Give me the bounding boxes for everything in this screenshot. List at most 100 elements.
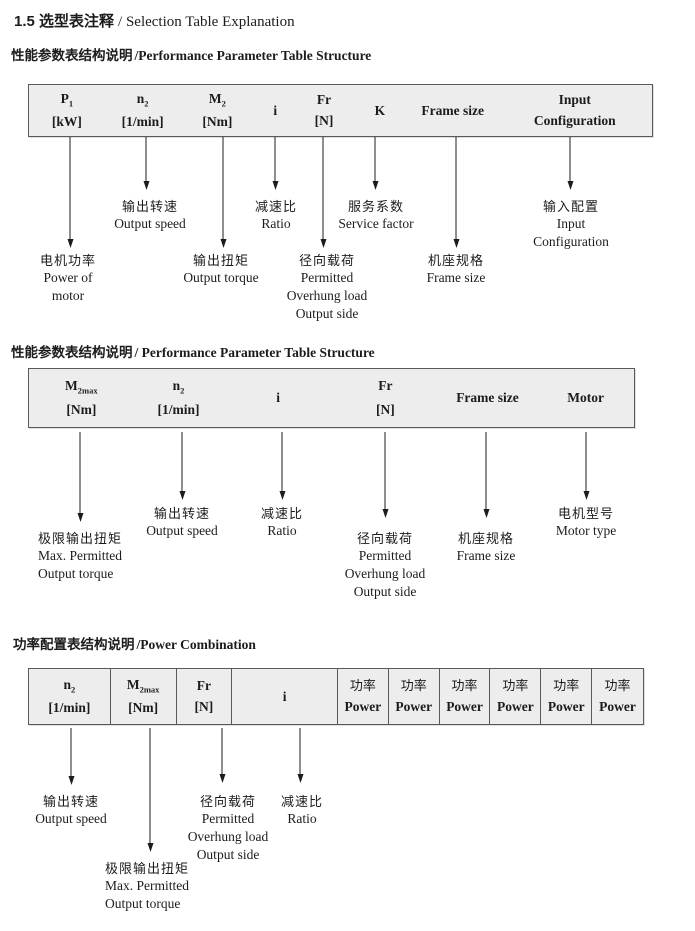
arrow [178, 432, 187, 500]
callout-en: Ratio [287, 811, 317, 827]
callout-cn: 机座规格 [427, 253, 484, 268]
col-unit: [kW] [51, 114, 82, 130]
performance-table-2: M2max [Nm] n2 [1/min] i Fr [N] Frame siz… [28, 368, 635, 428]
callout-en: Output speed [114, 216, 186, 232]
callout-en: Output speed [35, 811, 107, 827]
arrow-head [279, 491, 285, 500]
arrow [142, 137, 151, 190]
col-unit: [Nm] [66, 402, 97, 418]
col-ratio-i: i [254, 85, 296, 136]
power-en: Power [599, 698, 636, 714]
col-ratio-i: i [223, 369, 333, 427]
callout-en: Max. Permitted [105, 878, 189, 894]
callout-en: Output torque [105, 895, 181, 911]
callout-en: Motor type [555, 523, 617, 539]
arrow [371, 137, 380, 190]
callout-cn: 电机型号 [557, 506, 614, 521]
arrow-head [483, 509, 489, 518]
power-en: Power [344, 698, 382, 714]
col-symbol: n2 [172, 378, 185, 396]
arrow-shaft [585, 432, 587, 491]
arrow-shaft [70, 728, 72, 776]
callout-motor-type: 电机型号 Motor type [531, 505, 641, 540]
callout-motor-power: 电机功率 Power of motor [23, 252, 113, 305]
callout-en: Max. Permitted [38, 548, 122, 564]
callout-service-factor: 服务系数 Service factor [316, 198, 436, 233]
col-symbol: P1 [60, 91, 74, 109]
arrow-head [567, 181, 573, 190]
arrow-head [453, 239, 459, 248]
arrow [271, 137, 280, 190]
page-title-cn: 1.5 选型表注释 [14, 13, 115, 30]
callout-en: Overhung load [187, 828, 269, 844]
callout-frame-size: 机座规格 Frame size [436, 530, 536, 565]
arrow-head [77, 513, 83, 522]
callout-max-output-torque: 极限输出扭矩 Max. Permitted Output torque [38, 530, 178, 583]
col-m2: M2 [Nm] [181, 85, 255, 136]
callout-output-speed: 输出转速 Output speed [127, 505, 237, 540]
power-cn: 功率 [451, 677, 478, 693]
callout-en: Service factor [338, 216, 414, 232]
power-cn: 功率 [400, 677, 427, 693]
arrow-head [272, 181, 278, 190]
arrow-head [68, 776, 74, 785]
arrow-shaft [274, 137, 276, 181]
callout-overhung-load: 径向载荷 Permitted Overhung load Output side [267, 252, 387, 323]
col-unit: [N] [375, 402, 395, 418]
col-motor: Motor [537, 369, 634, 427]
col-symbol: Fr [378, 378, 393, 393]
arrow [296, 728, 305, 783]
arrow-shaft [149, 728, 151, 843]
arrow-head [372, 181, 378, 190]
arrow [381, 432, 390, 518]
col-power-6: 功率 Power [592, 669, 643, 724]
callout-en: Permitted [300, 270, 354, 286]
callout-ratio: 减速比 Ratio [236, 198, 316, 233]
callout-cn: 机座规格 [457, 531, 514, 546]
col-symbol: Frame size [456, 390, 519, 406]
performance-table-1: P1 [kW] n2 [1/min] M2 [Nm] i Fr [N] K Fr… [28, 84, 653, 137]
power-cn: 功率 [349, 677, 376, 693]
callout-cn: 服务系数 [347, 199, 404, 214]
callout-ratio: 减速比 Ratio [242, 505, 322, 540]
col-unit: [1/min] [157, 402, 200, 418]
callout-en: Ratio [261, 216, 291, 232]
power-cn: 功率 [553, 677, 580, 693]
callout-frame-size: 机座规格 Frame size [406, 252, 506, 287]
col-power-1: 功率 Power [338, 669, 389, 724]
arrow [76, 432, 85, 522]
callout-en: Ratio [267, 523, 297, 539]
arrow [67, 728, 76, 785]
col-symbol: i [276, 390, 281, 406]
col-power-2: 功率 Power [389, 669, 440, 724]
arrow-head [583, 491, 589, 500]
col-symbol: M2max [126, 677, 160, 695]
callout-cn: 极限输出扭矩 [38, 531, 123, 546]
callout-cn: 减速比 [260, 506, 303, 521]
power-en: Power [446, 698, 483, 714]
col-symbol: i [282, 688, 287, 704]
power-combination-table: n2 [1/min] M2max [Nm] Fr [N] i 功率 Power … [28, 668, 644, 725]
col-fr: Fr [N] [333, 369, 438, 427]
arrow [219, 137, 228, 248]
arrow-shaft [299, 728, 301, 774]
arrow-shaft [69, 137, 71, 239]
callout-ratio: 减速比 Ratio [262, 793, 342, 828]
arrow-shaft [281, 432, 283, 491]
col-service-k: K [352, 85, 408, 136]
col-unit: [N] [314, 113, 334, 128]
power-cn: 功率 [502, 677, 529, 693]
col-symbol: M2max [65, 378, 98, 396]
col-ratio-i: i [232, 669, 338, 724]
col-symbol: K [374, 102, 386, 118]
arrow-shaft [485, 432, 487, 509]
callout-cn: 输出扭矩 [192, 253, 249, 268]
section2-heading-cn: 性能参数表结构说明 [11, 345, 133, 360]
col-m2max: M2max [Nm] [111, 669, 177, 724]
col-n2: n2 [1/min] [134, 369, 224, 427]
power-cn: 功率 [604, 677, 631, 693]
callout-cn: 减速比 [280, 794, 323, 809]
callout-en: Output speed [146, 523, 218, 539]
arrow [452, 137, 461, 248]
col-symbol: n2 [136, 91, 149, 109]
